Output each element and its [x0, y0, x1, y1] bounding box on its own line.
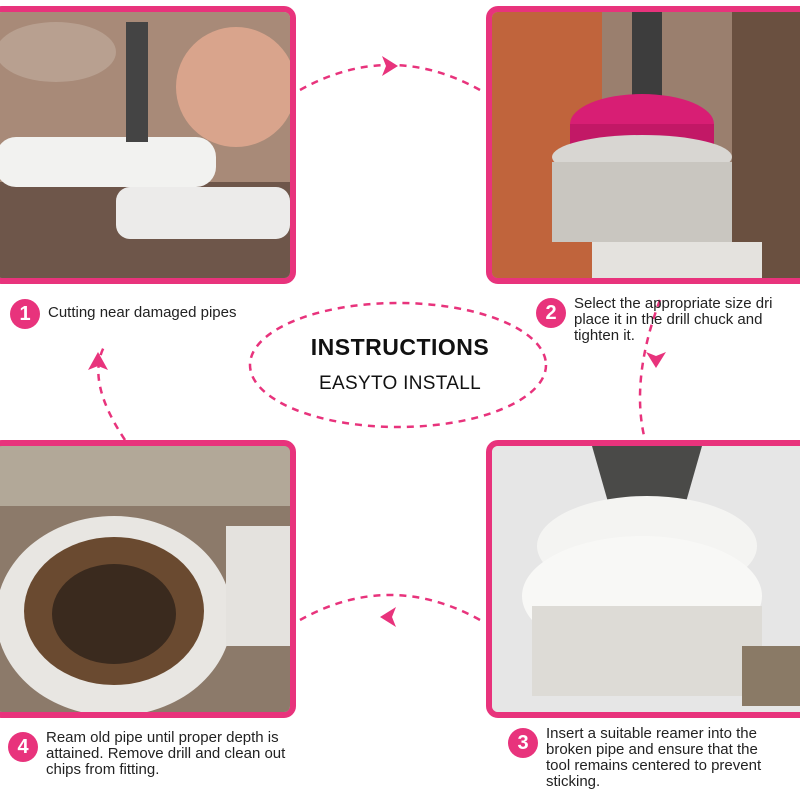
step-3: 3 Insert a suitable reamer into the brok… — [508, 726, 800, 790]
step-description: Ream old pipe until proper depth is atta… — [46, 730, 285, 778]
page-title: INSTRUCTIONS — [310, 334, 490, 360]
step-text-line: attained. Remove drill and clean out — [46, 745, 286, 762]
photo-drill-chuck — [486, 6, 800, 284]
page-subtitle: EASYTO INSTALL — [319, 373, 481, 394]
step-number-badge: 4 — [8, 732, 38, 762]
step-text-line: broken pipe and ensure that the — [546, 741, 758, 758]
step-description: Cutting near damaged pipes — [48, 305, 236, 321]
step-number-badge: 3 — [508, 728, 538, 758]
photo-reamed-fitting — [0, 440, 296, 718]
arrow-right-icon — [382, 56, 398, 76]
arrow-left-icon — [380, 607, 396, 627]
step-text-line: Ream old pipe until proper depth is — [46, 729, 279, 746]
step-text-line: tighten it. — [574, 327, 635, 344]
photo-cutting-pipe — [0, 6, 296, 284]
step-text-line: sticking. — [546, 773, 601, 790]
step-2: 2 Select the appropriate size dri place … — [536, 296, 800, 344]
step-number-badge: 2 — [536, 298, 566, 328]
step-4: 4 Ream old pipe until proper depth is at… — [8, 730, 308, 778]
step-number-badge: 1 — [10, 299, 40, 329]
step-text-line: Select the appropriate size dri — [574, 296, 773, 312]
step-text-line: chips from fitting. — [46, 761, 160, 778]
arrow-up-icon — [88, 352, 108, 370]
step-text-line: tool remains centered to prevent — [546, 757, 762, 774]
step-text-line: place it in the drill chuck and — [574, 311, 763, 328]
step-1: 1 Cutting near damaged pipes — [10, 297, 290, 329]
photo-reamer-shavings — [486, 440, 800, 718]
step-description: Select the appropriate size dri place it… — [574, 296, 772, 344]
step-text-line: Cutting near damaged pipes — [48, 304, 237, 321]
step-text-line: Insert a suitable reamer into the — [546, 726, 757, 742]
arrow-down-icon — [646, 352, 666, 368]
step-description: Insert a suitable reamer into the broken… — [546, 726, 761, 790]
